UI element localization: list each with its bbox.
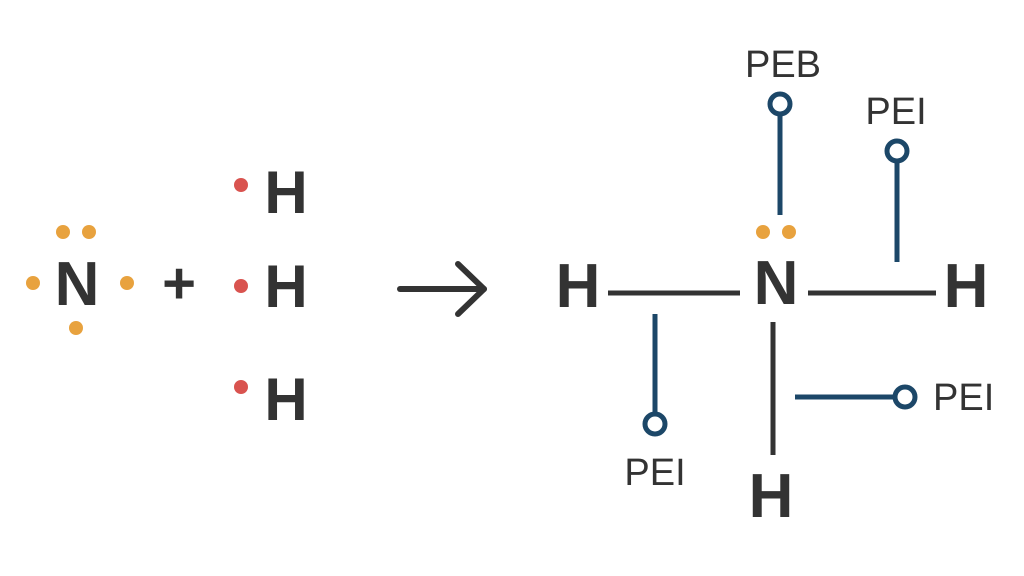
electron-dot [26,276,40,290]
reactant-hydrogen-1: H [234,159,308,226]
electron-dot [82,225,96,239]
lone-pair-dot [782,225,796,239]
plus-sign: + [162,251,196,316]
reactant-nitrogen: N [26,225,134,335]
nitrogen-symbol: N [55,250,100,319]
electron-dot [234,178,248,192]
hydrogen-symbol: H [264,253,307,320]
lone-pair-dot [756,225,770,239]
reaction-arrow [397,261,487,317]
annotation-pei-bottom-right: PEI [795,377,994,419]
annotation-label: PEB [745,44,821,86]
bottom-hydrogen-symbol: H [749,462,794,531]
center-nitrogen-symbol: N [754,249,799,318]
electron-dot [120,276,134,290]
electron-dot [234,279,248,293]
electron-dot [69,321,83,335]
annotation-pei-right-top: PEI [865,91,927,262]
annotation-label: PEI [865,91,926,133]
annotation-peb-top: PEB [745,44,821,215]
reactant-hydrogen-2: H [234,253,308,320]
annotation-label: PEI [933,377,994,419]
electron-dot [234,380,248,394]
annotation-label: PEI [624,452,685,494]
right-hydrogen-symbol: H [944,252,989,321]
hydrogen-symbol: H [264,159,307,226]
electron-dot [56,225,70,239]
left-hydrogen-symbol: H [556,252,601,321]
hydrogen-symbol: H [264,366,307,433]
annotation-pei-bottom-left: PEI [624,314,686,494]
product-ammonia: N H H H [556,225,989,531]
reactant-hydrogen-3: H [234,366,308,433]
